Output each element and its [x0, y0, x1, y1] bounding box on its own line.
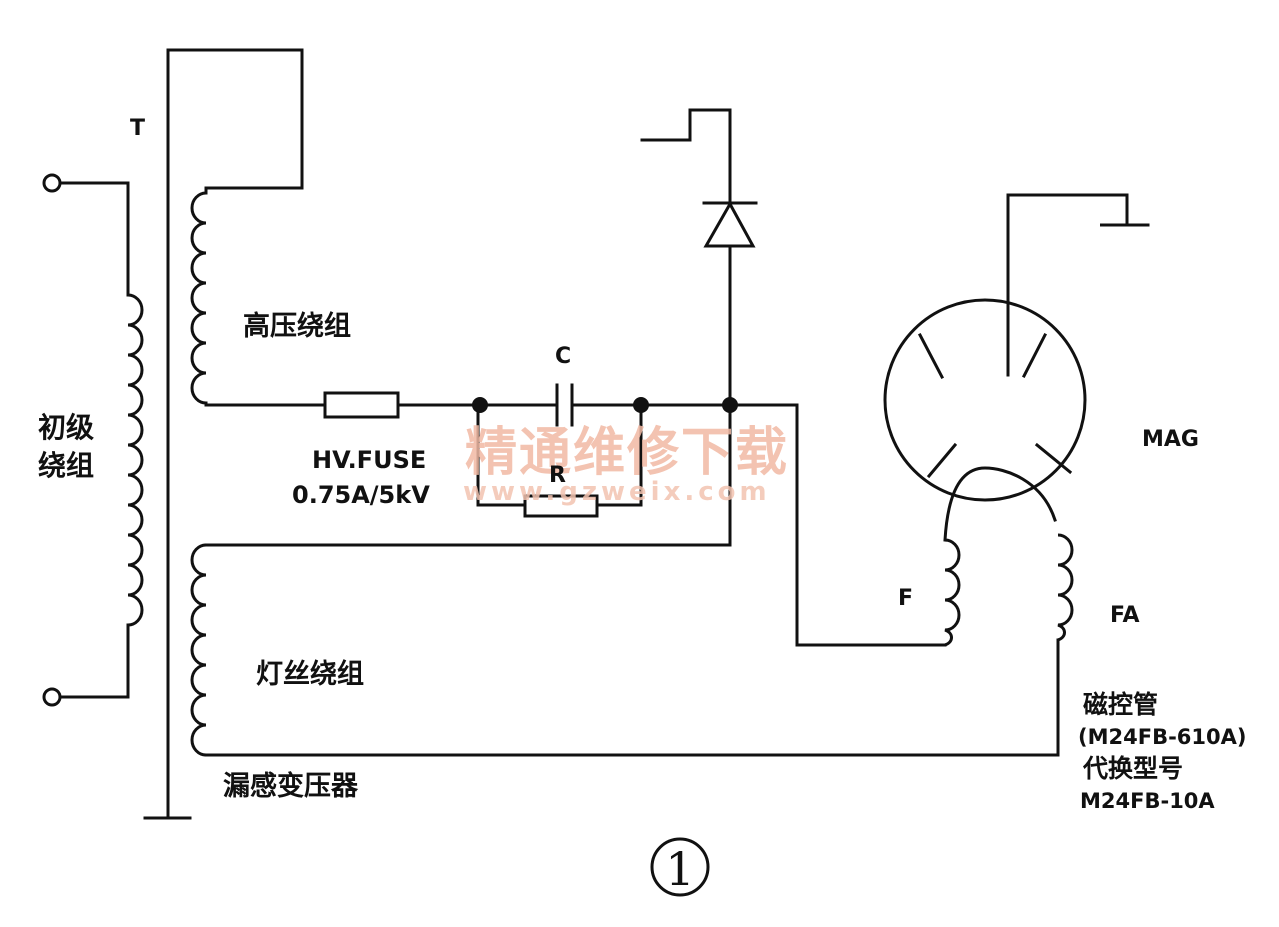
primary-terminal-top	[42, 173, 62, 193]
magnetron-desc-2: (M24FB-610A)	[1078, 725, 1246, 749]
hv-winding	[166, 48, 327, 407]
junction-dot	[633, 397, 649, 413]
magnetron	[883, 193, 1150, 647]
primary-winding-label-2: 绕组	[38, 449, 94, 482]
transformer-label: T	[130, 116, 145, 141]
capacitor-resistor-network	[472, 383, 738, 518]
magnetron-desc-3: 代换型号	[1082, 754, 1183, 783]
primary-winding-label-1: 初级	[38, 411, 94, 444]
transformer-core	[143, 48, 192, 820]
filament-winding	[190, 543, 1060, 757]
fuse-label-2: 0.75A/5kV	[292, 481, 430, 509]
magnetron-feed-wire	[728, 403, 947, 647]
fuse-label-1: HV.FUSE	[312, 446, 426, 474]
filament-winding-label: 灯丝绕组	[256, 658, 364, 690]
capacitor-label: C	[555, 344, 571, 369]
hv-winding-label: 高压绕组	[243, 310, 351, 342]
watermark-chinese: 精通维修下载	[465, 422, 789, 483]
magnetron-desc-1: 磁控管	[1083, 690, 1158, 719]
primary-terminal-bottom	[42, 687, 62, 707]
magnetron-desc-4: M24FB-10A	[1080, 789, 1215, 813]
hv-diode	[204, 108, 758, 547]
figure-number-badge: 1	[650, 837, 710, 897]
primary-winding	[42, 173, 144, 707]
figure-number: 1	[665, 842, 694, 896]
resistor-label: R	[549, 463, 566, 488]
filament-f-label: F	[898, 586, 913, 611]
magnetron-label: MAG	[1142, 427, 1199, 452]
leakage-transformer-label: 漏感变压器	[223, 770, 359, 802]
junction-dot	[472, 397, 488, 413]
filament-fa-label: FA	[1110, 603, 1140, 628]
watermark-url: www.gzweix.com	[463, 477, 771, 507]
hv-fuse	[323, 391, 482, 419]
